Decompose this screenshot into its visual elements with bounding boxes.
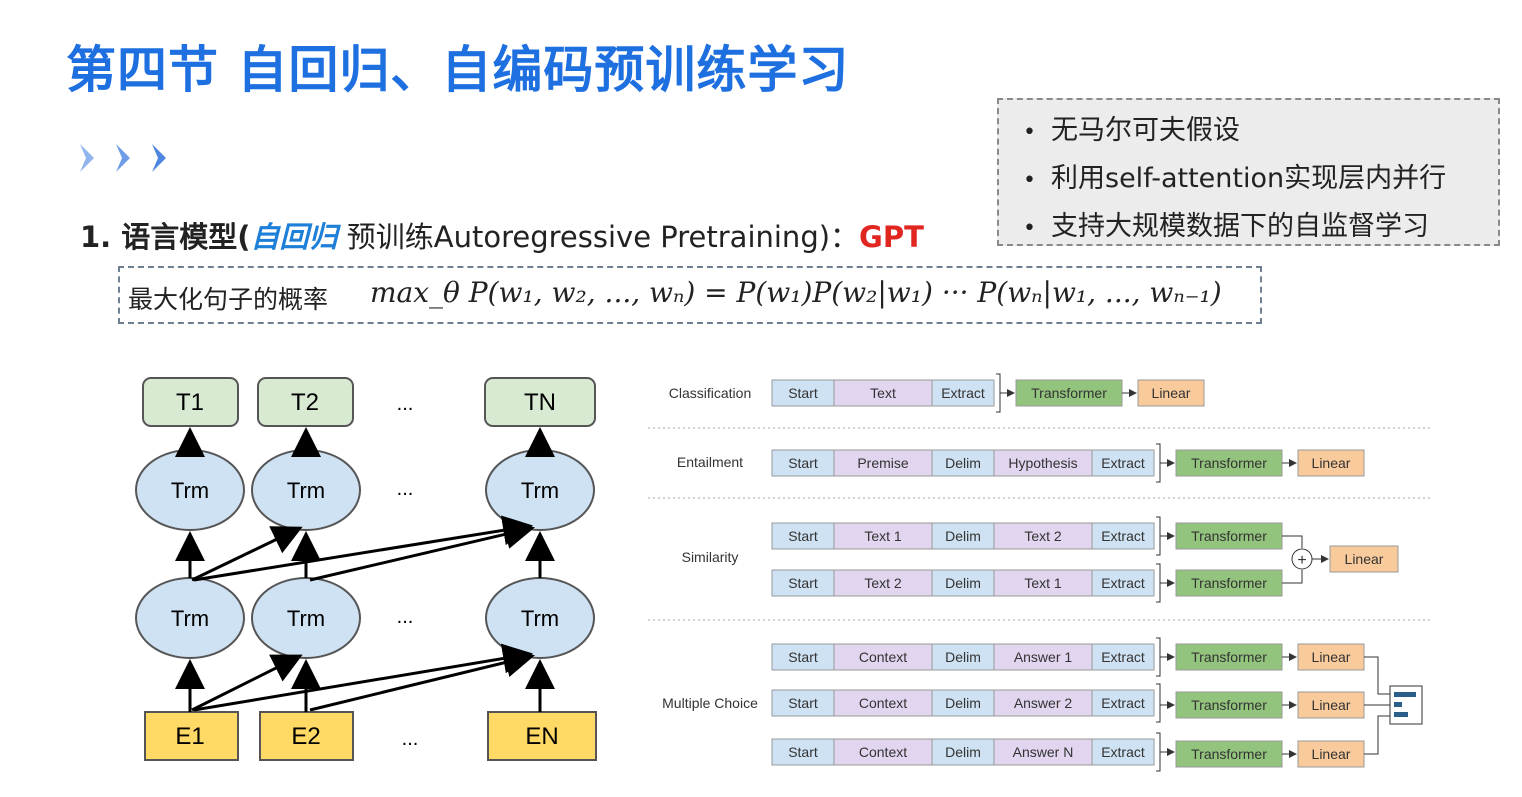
svg-text:Linear: Linear (1345, 551, 1384, 567)
svg-text:Delim: Delim (945, 695, 981, 711)
svg-text:Text 2: Text 2 (864, 575, 902, 591)
output-token-tn: TN (484, 377, 596, 427)
svg-text:Delim: Delim (945, 744, 981, 760)
svg-text:Premise: Premise (857, 455, 909, 471)
trm-upper-1: Trm (135, 449, 245, 531)
output-token-t1: T1 (142, 377, 239, 427)
svg-text:Extract: Extract (1101, 455, 1145, 471)
input-token-e1: E1 (144, 711, 239, 761)
task-label-classification: Classification (669, 385, 751, 401)
svg-text:Extract: Extract (1101, 528, 1145, 544)
formula-box: 最大化句子的概率 max_θ P(w₁, w₂, ..., wₙ) = P(w₁… (118, 266, 1262, 324)
formula-math: max_θ P(w₁, w₂, ..., wₙ) = P(w₁)P(w₂|w₁)… (370, 276, 1222, 309)
svg-text:Text 1: Text 1 (864, 528, 902, 544)
svg-text:Delim: Delim (945, 455, 981, 471)
svg-text:Answer N: Answer N (1013, 744, 1074, 760)
svg-text:Linear: Linear (1312, 649, 1351, 665)
svg-text:Start: Start (788, 695, 818, 711)
section-heading: 1. 语言模型(自回归 预训练Autoregressive Pretrainin… (80, 220, 924, 254)
svg-text:Text 2: Text 2 (1024, 528, 1062, 544)
svg-text:Extract: Extract (1101, 649, 1145, 665)
task-label-entailment: Entailment (677, 454, 743, 470)
trm-lower-n: Trm (485, 577, 595, 659)
svg-text:EN: EN (525, 723, 558, 750)
slide-title: 第四节 自回归、自编码预训练学习 (66, 41, 850, 99)
svg-text:Trm: Trm (521, 478, 559, 503)
svg-text:Start: Start (788, 528, 818, 544)
svg-text:Extract: Extract (1101, 744, 1145, 760)
feature-item: •支持大规模数据下的自监督学习 (1023, 211, 1429, 242)
svg-text:Context: Context (859, 695, 907, 711)
svg-text:E1: E1 (175, 723, 204, 750)
softmax-icon (1389, 685, 1423, 725)
svg-text:Transformer: Transformer (1191, 528, 1267, 544)
svg-text:Text 1: Text 1 (1024, 575, 1062, 591)
svg-text:Start: Start (788, 649, 818, 665)
features-box: •无马尔可夫假设 •利用self-attention实现层内并行 •支持大规模数… (997, 98, 1500, 246)
svg-text:Linear: Linear (1312, 746, 1351, 762)
input-token-en: EN (487, 711, 597, 761)
svg-text:Start: Start (788, 455, 818, 471)
trm-lower-1: Trm (135, 577, 245, 659)
svg-text:Trm: Trm (171, 606, 209, 631)
svg-text:T2: T2 (291, 389, 319, 416)
task-label-similarity: Similarity (682, 549, 739, 565)
svg-text:Start: Start (788, 744, 818, 760)
svg-text:Context: Context (859, 649, 907, 665)
autoregressive-label: 自回归 (250, 220, 338, 254)
svg-text:Linear: Linear (1312, 455, 1351, 471)
ellipsis: ... (402, 728, 419, 750)
gpt-architecture-diagram: T1 T2 TN ... Trm Trm Trm ... Trm Trm Trm… (135, 377, 597, 761)
feature-item: •利用self-attention实现层内并行 (1023, 163, 1447, 194)
finetuning-tasks-diagram: Classification Start Text Extract Transf… (648, 373, 1432, 772)
svg-text:Extract: Extract (1101, 695, 1145, 711)
chevron-arrows-icon (80, 144, 166, 172)
svg-text:E2: E2 (291, 723, 320, 750)
ellipsis: ... (397, 606, 414, 628)
connection-arrows (175, 427, 555, 712)
formula-label: 最大化句子的概率 (128, 285, 329, 314)
svg-text:Linear: Linear (1312, 697, 1351, 713)
trm-lower-2: Trm (251, 577, 361, 659)
svg-text:+: + (1297, 552, 1306, 569)
svg-text:Trm: Trm (521, 606, 559, 631)
svg-text:Linear: Linear (1152, 385, 1191, 401)
svg-text:Extract: Extract (941, 385, 985, 401)
svg-text:Hypothesis: Hypothesis (1008, 455, 1077, 471)
ellipsis: ... (397, 478, 414, 500)
gpt-label: GPT (859, 220, 924, 254)
svg-text:TN: TN (524, 389, 556, 416)
svg-text:Transformer: Transformer (1191, 455, 1267, 471)
svg-text:Start: Start (788, 575, 818, 591)
svg-text:Transformer: Transformer (1191, 697, 1267, 713)
svg-text:Transformer: Transformer (1191, 649, 1267, 665)
svg-text:Delim: Delim (945, 575, 981, 591)
svg-text:Answer 1: Answer 1 (1014, 649, 1073, 665)
svg-text:Transformer: Transformer (1191, 746, 1267, 762)
task-label-multiple-choice: Multiple Choice (662, 695, 758, 711)
svg-text:Delim: Delim (945, 528, 981, 544)
svg-text:Delim: Delim (945, 649, 981, 665)
input-token-e2: E2 (259, 711, 354, 761)
svg-text:Start: Start (788, 385, 818, 401)
svg-text:Context: Context (859, 744, 907, 760)
trm-upper-2: Trm (251, 449, 361, 531)
svg-text:Trm: Trm (171, 478, 209, 503)
svg-text:Transformer: Transformer (1191, 575, 1267, 591)
trm-upper-n: Trm (485, 449, 595, 531)
ellipsis: ... (397, 393, 414, 415)
output-token-t2: T2 (257, 377, 354, 427)
svg-text:Extract: Extract (1101, 575, 1145, 591)
svg-text:T1: T1 (176, 389, 204, 416)
feature-item: •无马尔可夫假设 (1023, 115, 1240, 146)
svg-text:Transformer: Transformer (1031, 385, 1107, 401)
svg-text:Trm: Trm (287, 606, 325, 631)
svg-text:Trm: Trm (287, 478, 325, 503)
svg-text:Text: Text (870, 385, 896, 401)
svg-text:Answer 2: Answer 2 (1014, 695, 1073, 711)
